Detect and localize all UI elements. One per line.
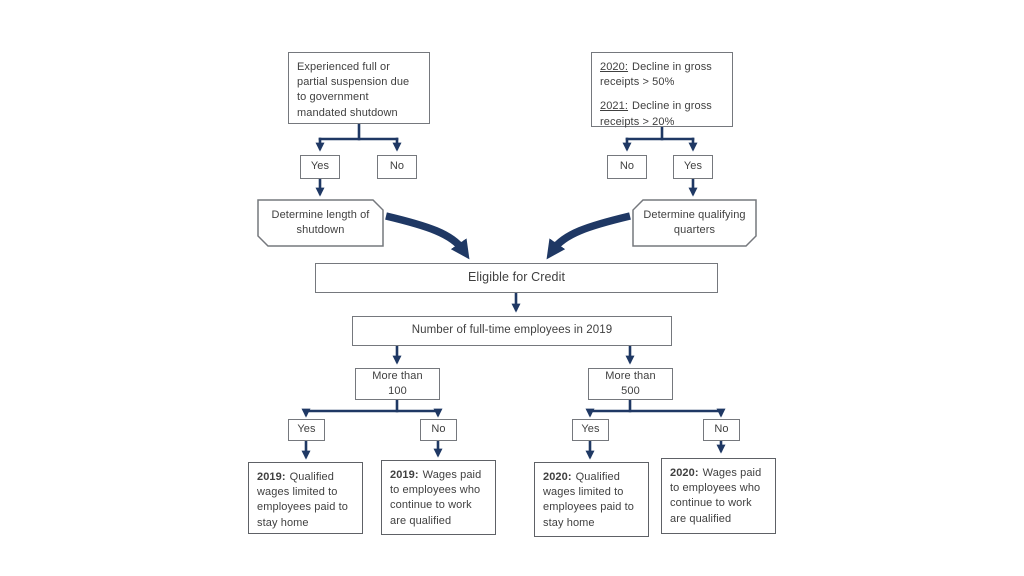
outcome-2-year: 2019: <box>390 469 419 481</box>
determine-quarters-box: Determine qualifying quarters <box>633 200 756 246</box>
gross-receipts-condition-box: 2020:Decline in gross receipts > 50% 202… <box>591 52 733 129</box>
receipts-line-2020: 2020:Decline in gross receipts > 50% <box>600 60 724 90</box>
mid-right-no-label: No <box>714 423 729 436</box>
employees-2019-box: Number of full-time employees in 2019 <box>352 316 672 346</box>
outcome-1-text: Qualified wages limited to employees pai… <box>257 471 348 529</box>
left-yes-box: Yes <box>300 155 340 179</box>
eligible-for-credit-label: Eligible for Credit <box>467 270 566 285</box>
employees-2019-label: Number of full-time employees in 2019 <box>411 324 613 337</box>
mid-right-no-box: No <box>703 419 740 441</box>
eligible-for-credit-box: Eligible for Credit <box>315 263 718 293</box>
right-no-box: No <box>607 155 647 179</box>
receipts-line-2021: 2021:Decline in gross receipts > 20% <box>600 99 724 129</box>
mid-right-yes-box: Yes <box>572 419 609 441</box>
mid-left-yes-box: Yes <box>288 419 325 441</box>
outcome-3-text: Qualified wages limited to employees pai… <box>543 471 634 529</box>
mid-right-yes-label: Yes <box>581 423 600 436</box>
more-than-500-box: More than 500 <box>588 368 673 400</box>
outcome-2020-continue-work-box: 2020:Wages paid to employees who continu… <box>661 458 776 534</box>
more-than-500-label: More than 500 <box>605 369 656 397</box>
determine-length-box: Determine length of shutdown <box>258 200 383 246</box>
mid-left-yes-label: Yes <box>297 423 316 436</box>
more-than-100-box: More than 100 <box>355 368 440 400</box>
right-yes-box: Yes <box>673 155 713 179</box>
left-yes-label: Yes <box>310 160 330 173</box>
more-than-100-label: More than 100 <box>372 369 423 397</box>
mid-left-no-box: No <box>420 419 457 441</box>
outcome-2019-stay-home-box: 2019:Qualified wages limited to employee… <box>248 462 363 534</box>
receipts-text-2020: Decline in gross receipts > 50% <box>600 61 712 89</box>
suspension-condition-box: Experienced full or partial suspension d… <box>288 52 430 124</box>
determine-quarters-label: Determine qualifying quarters <box>643 208 746 236</box>
receipts-text-2021: Decline in gross receipts > 20% <box>600 100 712 128</box>
suspension-condition-text: Experienced full or partial suspension d… <box>297 61 410 119</box>
curved-arrow-left <box>385 212 470 260</box>
outcome-2-text: Wages paid to employees who continue to … <box>390 469 482 527</box>
outcome-3-year: 2020: <box>543 471 572 483</box>
determine-length-label: Determine length of shutdown <box>271 208 370 236</box>
outcome-1-year: 2019: <box>257 471 286 483</box>
left-no-label: No <box>389 160 405 173</box>
year-label-2021: 2021: <box>600 100 629 113</box>
outcome-4-text: Wages paid to employees who continue to … <box>670 467 762 525</box>
year-label-2020: 2020: <box>600 61 629 73</box>
left-no-box: No <box>377 155 417 179</box>
outcome-4-year: 2020: <box>670 467 699 479</box>
right-no-label: No <box>619 160 635 173</box>
outcome-2020-stay-home-box: 2020:Qualified wages limited to employee… <box>534 462 649 537</box>
curved-arrow-right <box>546 212 631 260</box>
mid-left-no-label: No <box>431 423 446 436</box>
right-yes-label: Yes <box>683 160 703 173</box>
outcome-2019-continue-work-box: 2019:Wages paid to employees who continu… <box>381 460 496 535</box>
